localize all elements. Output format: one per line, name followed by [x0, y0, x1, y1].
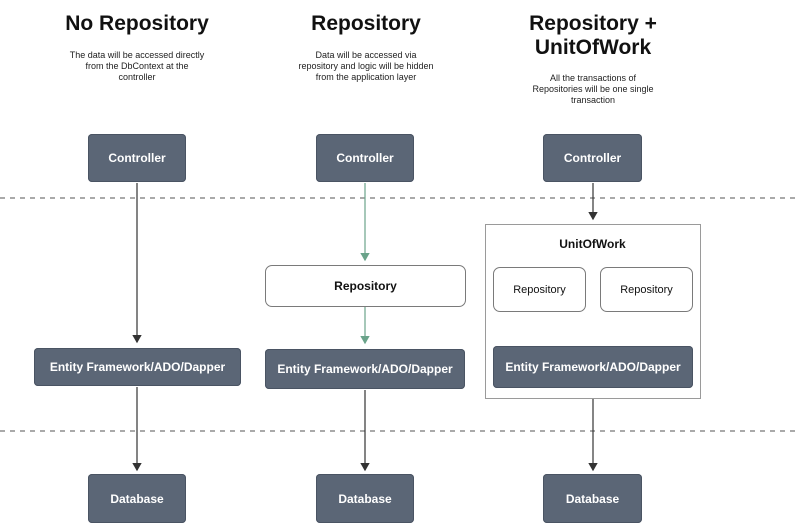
- col1-database-node: Database: [88, 474, 186, 523]
- col3-repository-a-node: Repository: [493, 267, 586, 312]
- col2-desc-line-3: from the application layer: [315, 72, 417, 82]
- col2-orm-node: Entity Framework/ADO/Dapper: [265, 349, 465, 389]
- col3-desc-line-3: transaction: [570, 95, 616, 105]
- col3-description: All the transactions of Repositories wil…: [483, 73, 703, 106]
- col3-database-node: Database: [543, 474, 642, 523]
- col2-repository-node: Repository: [265, 265, 466, 307]
- col2-desc-line-1: Data will be accessed via: [315, 50, 417, 60]
- col1-desc-line-1: The data will be accessed directly: [69, 50, 205, 60]
- col3-title-line-1: Repository +: [529, 12, 657, 35]
- col2-controller-node: Controller: [316, 134, 414, 182]
- col2-title: Repository: [311, 12, 421, 35]
- col3-desc-line-1: All the transactions of: [549, 73, 637, 83]
- col1-orm-node: Entity Framework/ADO/Dapper: [34, 348, 241, 386]
- col3-desc-line-2: Repositories will be one single: [532, 84, 654, 94]
- col2-desc-line-2: repository and logic will be hidden: [298, 61, 434, 71]
- col1-desc-line-2: from the DbContext at the: [85, 61, 189, 71]
- col3-repository-b-node: Repository: [600, 267, 693, 312]
- col1-desc-line-3: controller: [118, 72, 156, 82]
- col3-unitofwork-container: UnitOfWork Repository Repository Entity …: [485, 224, 701, 399]
- col3-unitofwork-title: UnitOfWork: [559, 237, 626, 251]
- col1-title: No Repository: [65, 12, 209, 35]
- col3-controller-node: Controller: [543, 134, 642, 182]
- col2-database-node: Database: [316, 474, 414, 523]
- col3-orm-node: Entity Framework/ADO/Dapper: [493, 346, 693, 388]
- col1-description: The data will be accessed directly from …: [37, 50, 237, 83]
- col2-description: Data will be accessed via repository and…: [256, 50, 476, 83]
- col1-controller-node: Controller: [88, 134, 186, 182]
- col3-title-line-2: UnitOfWork: [534, 36, 652, 59]
- col3-title: Repository + UnitOfWork: [483, 12, 703, 60]
